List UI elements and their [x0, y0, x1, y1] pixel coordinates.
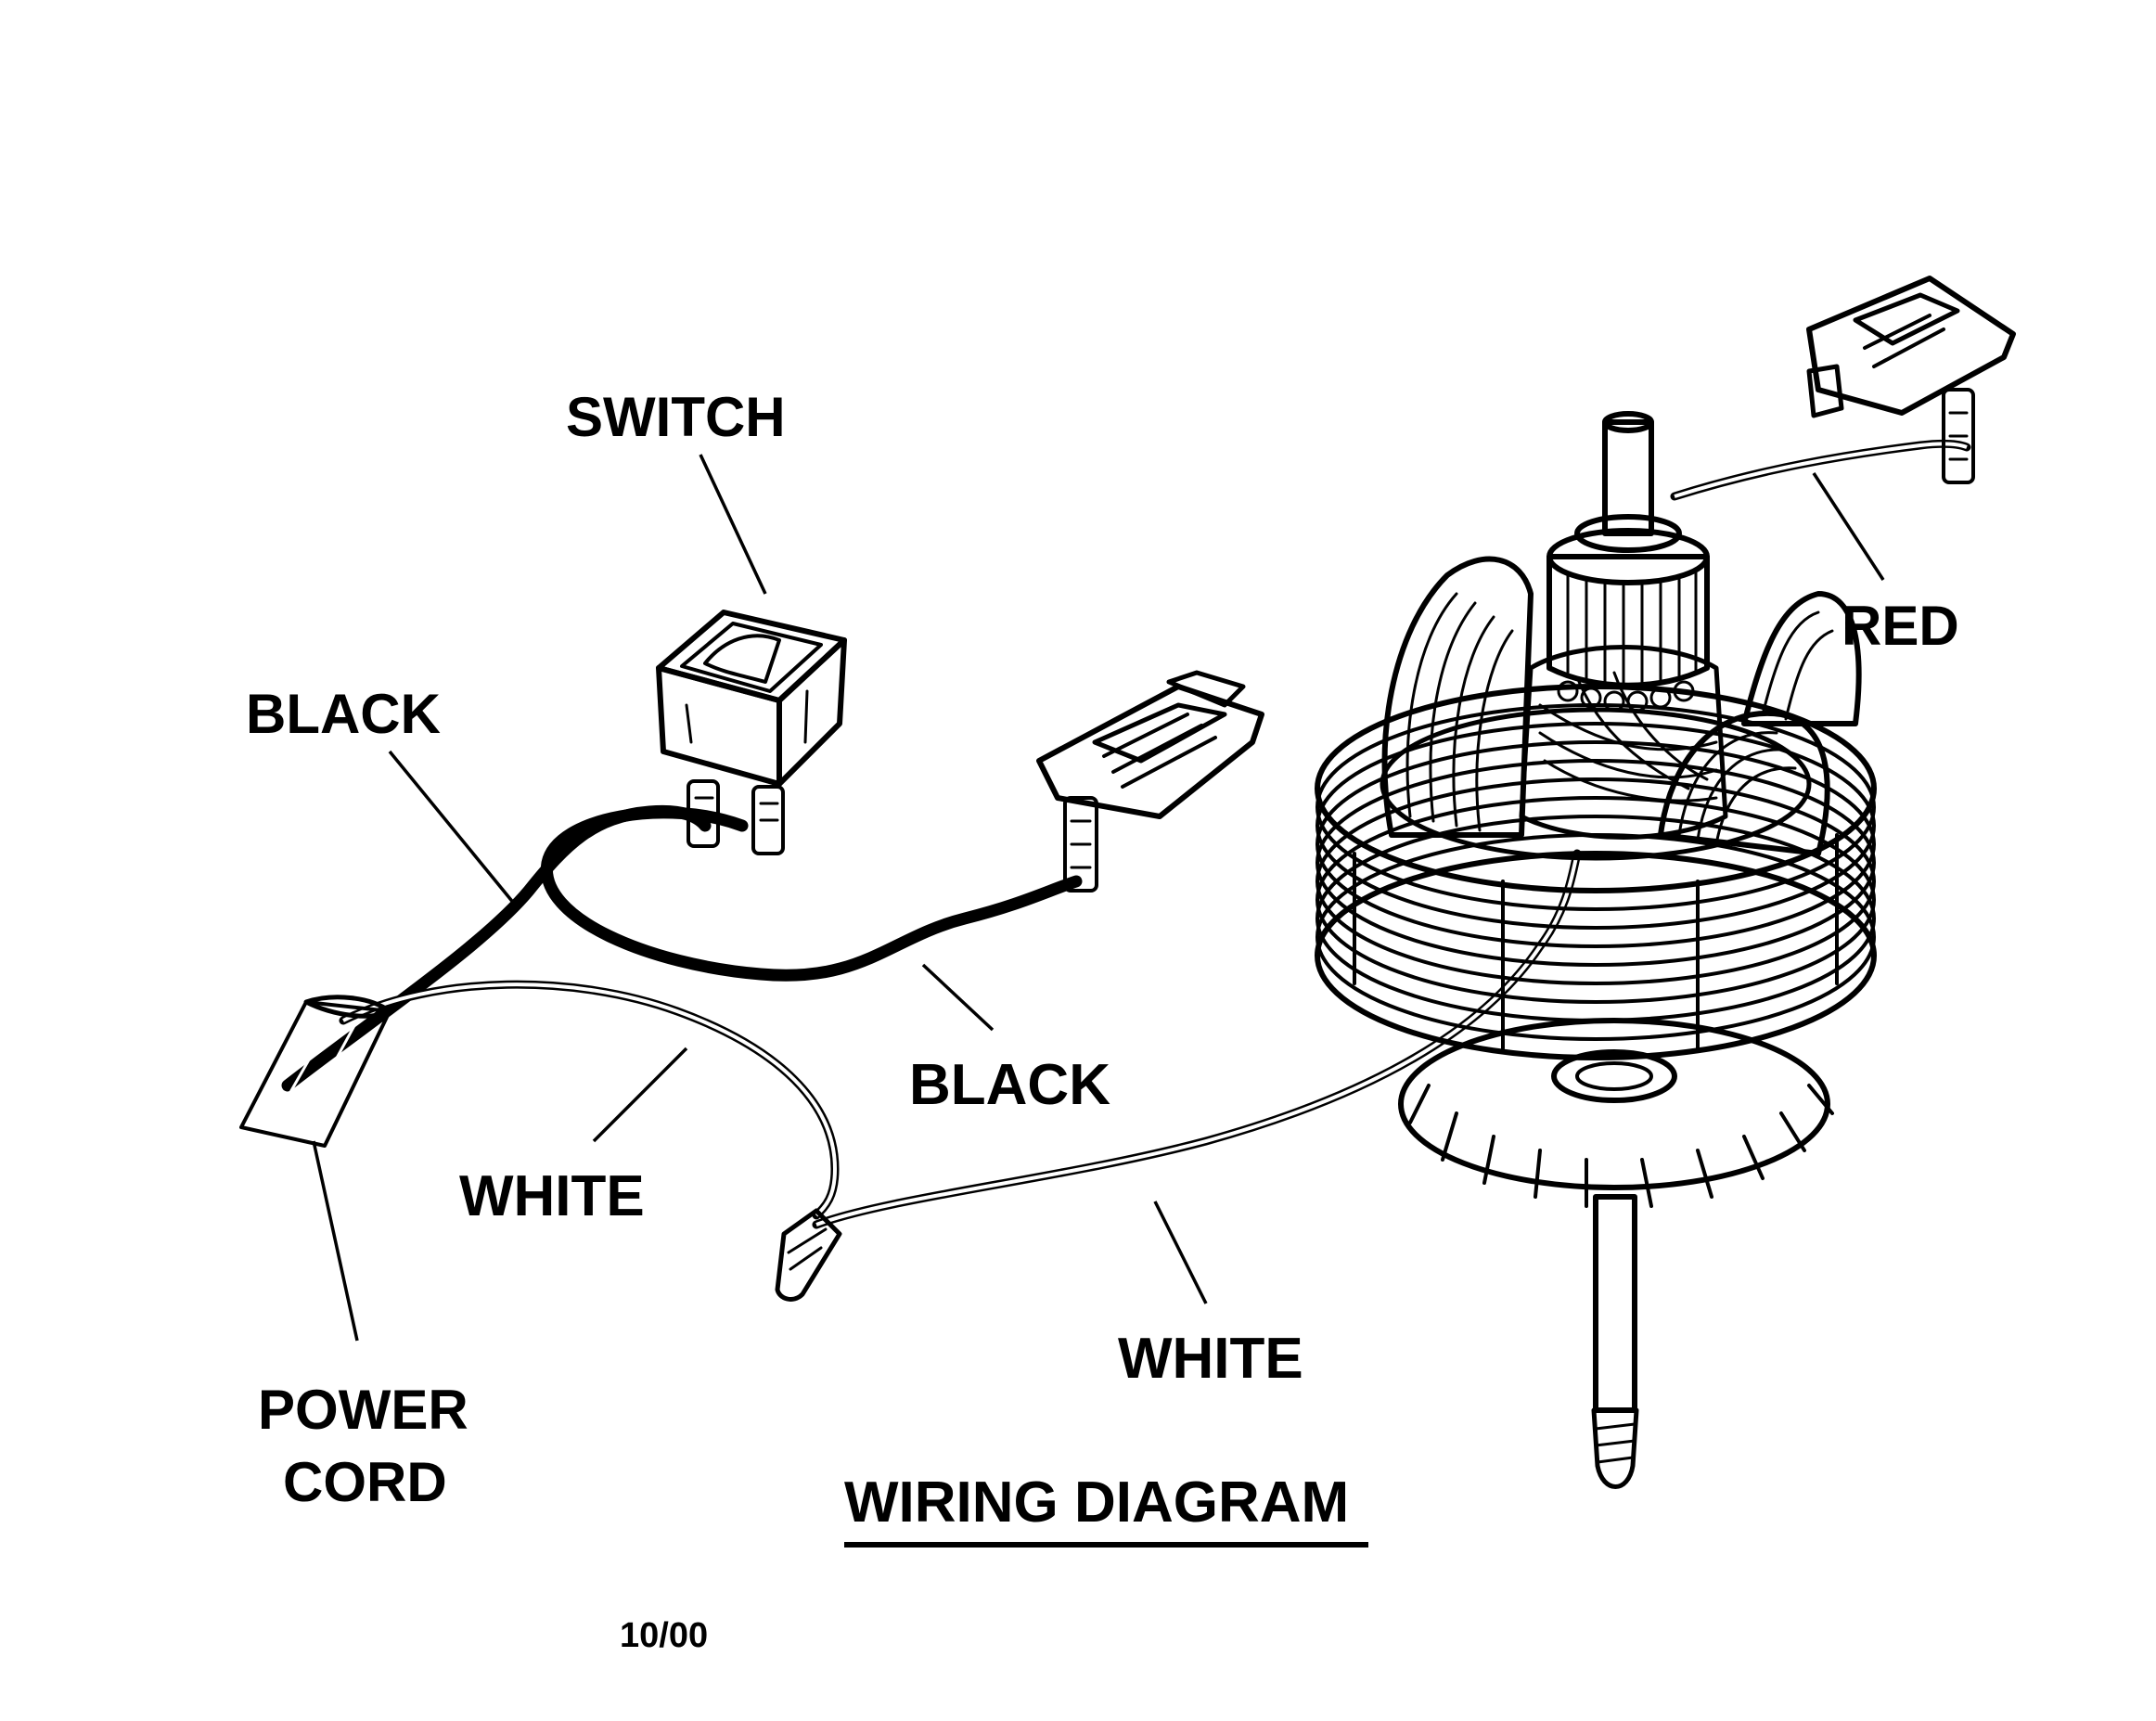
- leader-black-mid: [921, 963, 995, 1032]
- rocker-switch: [656, 610, 847, 855]
- brush-holder-left: [1036, 670, 1264, 893]
- white-wire-right-inner: [815, 853, 1579, 1227]
- red-wire-inner: [1674, 442, 1968, 498]
- leader-switch: [699, 454, 767, 595]
- motor-shaft-bottom: [1591, 1194, 1639, 1489]
- armature-windings: [1519, 645, 1728, 840]
- commutator: [1546, 528, 1710, 713]
- wires: [281, 439, 1971, 1229]
- leader-white-right: [1153, 1201, 1208, 1304]
- black-wire-to-brush: [541, 806, 1083, 982]
- leader-red: [1812, 472, 1885, 581]
- leader-lines: [312, 454, 1885, 1342]
- label-power-cord-line2: CORD: [283, 1451, 447, 1513]
- motor-shaft-top: [1574, 411, 1682, 553]
- label-white-right: WHITE: [1118, 1327, 1303, 1391]
- brush-holder-right: [1806, 276, 2016, 484]
- label-power-cord-line1: POWER: [258, 1379, 468, 1441]
- motor-assembly: [1315, 411, 1877, 1489]
- label-white-left: WHITE: [459, 1164, 645, 1228]
- power-cord-plug: [239, 995, 392, 1148]
- red-wire: [1670, 439, 1971, 501]
- white-wire-left-inner: [342, 983, 838, 1217]
- diagram-title: WIRING DIAGRAM: [844, 1471, 1349, 1535]
- leader-power-cord: [312, 1140, 359, 1342]
- stator-stack: [1315, 684, 1877, 1060]
- cooling-fan: [1398, 1018, 1834, 1208]
- white-wire-right: [812, 849, 1582, 1229]
- label-black-mid: BLACK: [909, 1053, 1110, 1117]
- leader-black-top: [388, 750, 517, 906]
- field-windings: [1381, 556, 1862, 856]
- label-black-top: BLACK: [246, 683, 441, 745]
- label-red: RED: [1842, 595, 1959, 657]
- date-code: 10/00: [620, 1616, 708, 1655]
- leader-white-left: [592, 1047, 688, 1143]
- labels: SWITCH BLACK BLACK WHITE WHITE POWER COR…: [246, 386, 1959, 1513]
- wire-nut-connector: [775, 1208, 842, 1302]
- label-switch: SWITCH: [566, 386, 786, 448]
